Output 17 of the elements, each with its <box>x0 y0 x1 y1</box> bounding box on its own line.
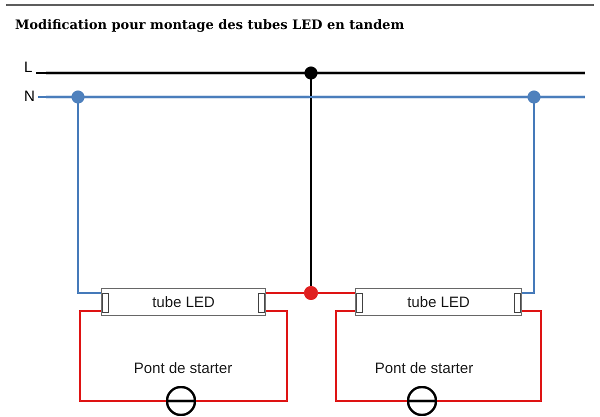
junction-dot <box>304 286 318 300</box>
line-label: L <box>24 59 36 77</box>
starter-symbol <box>407 386 437 416</box>
line-label: N <box>24 88 38 106</box>
wire <box>437 310 542 402</box>
starter-symbol <box>166 386 196 416</box>
title: Modification pour montage des tubes LED en tandem <box>15 18 404 33</box>
wire <box>266 292 304 294</box>
starter-label: Pont de starter <box>134 360 232 377</box>
starter-label: Pont de starter <box>374 360 474 377</box>
wire <box>335 310 407 402</box>
led-tube: tube LED <box>101 288 266 316</box>
wire <box>36 72 312 286</box>
wire <box>318 292 355 294</box>
led-tube: tube LED <box>355 288 522 316</box>
wire <box>79 310 166 402</box>
wire <box>196 310 288 402</box>
